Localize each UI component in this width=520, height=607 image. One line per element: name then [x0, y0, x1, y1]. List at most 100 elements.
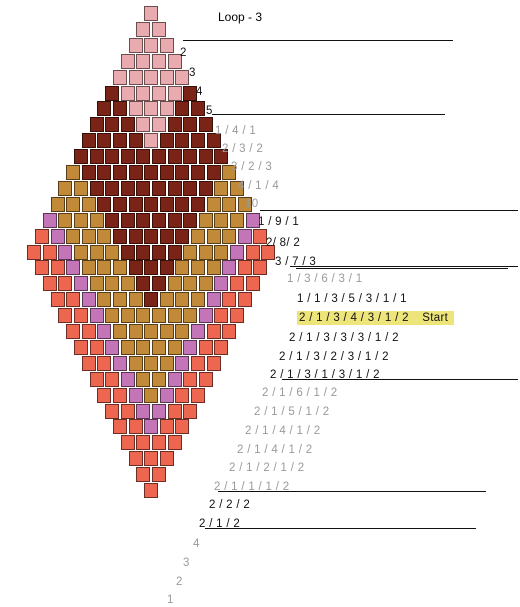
bead: [199, 117, 213, 132]
bead: [144, 292, 158, 307]
bead: [246, 276, 260, 291]
bead: [191, 260, 205, 275]
bead: [144, 356, 158, 371]
row-label-text: 4: [193, 538, 200, 550]
bead: [207, 260, 221, 275]
bead: [82, 356, 96, 371]
bead: [90, 245, 104, 260]
bead: [175, 101, 189, 116]
bead: [144, 260, 158, 275]
bead: [160, 197, 174, 212]
bead: [82, 324, 96, 339]
bead: [152, 467, 166, 482]
bead: [214, 245, 228, 260]
bead: [129, 292, 143, 307]
bead: [160, 229, 174, 244]
bead: [160, 101, 174, 116]
bead: [90, 276, 104, 291]
divider-line: [260, 210, 518, 211]
bead: [183, 213, 197, 228]
bead: [113, 324, 127, 339]
bead: [97, 324, 111, 339]
bead: [191, 197, 205, 212]
row-label: 1 / 1 / 3 / 5 / 3 / 1 / 1: [297, 292, 407, 306]
bead: [199, 181, 213, 196]
row-label-text: 5: [206, 105, 213, 117]
bead: [35, 260, 49, 275]
bead: [199, 213, 213, 228]
bead: [97, 388, 111, 403]
bead: [222, 324, 236, 339]
bead: [113, 356, 127, 371]
bead: [222, 292, 236, 307]
bead: [168, 213, 182, 228]
bead: [183, 308, 197, 323]
bead: [168, 372, 182, 387]
start-marker: Start: [419, 312, 448, 324]
row-label-text: 3 / 2 / 3: [231, 161, 272, 173]
bead: [129, 260, 143, 275]
bead: [136, 404, 150, 419]
bead: [175, 388, 189, 403]
bead: [105, 372, 119, 387]
row-label-text: 10: [245, 198, 258, 210]
divider-line: [296, 268, 508, 269]
bead: [66, 324, 80, 339]
bead: [105, 308, 119, 323]
bead: [51, 292, 65, 307]
bead: [168, 308, 182, 323]
bead: [43, 245, 57, 260]
bead: [168, 117, 182, 132]
bead: [136, 467, 150, 482]
bead: [222, 229, 236, 244]
bead: [74, 149, 88, 164]
bead: [121, 404, 135, 419]
row-label: 3: [183, 556, 190, 570]
bead: [51, 260, 65, 275]
bead: [113, 292, 127, 307]
bead: [168, 404, 182, 419]
bead: [82, 229, 96, 244]
row-label-text: 4: [196, 86, 203, 98]
bead: [97, 165, 111, 180]
bead: [238, 292, 252, 307]
bead: [136, 86, 150, 101]
bead: [246, 245, 260, 260]
bead: [175, 292, 189, 307]
bead: [152, 213, 166, 228]
bead: [144, 324, 158, 339]
row-label: 2/ 8/ 2: [266, 236, 300, 250]
bead: [121, 435, 135, 450]
bead: [58, 245, 72, 260]
bead: [90, 308, 104, 323]
bead: [105, 86, 119, 101]
row-label-text: 2 / 2 / 2: [209, 499, 250, 511]
bead: [113, 197, 127, 212]
bead: [152, 276, 166, 291]
row-label: 5: [206, 104, 213, 118]
bead: [175, 70, 189, 85]
row-label-text: 1 / 4 / 1: [215, 125, 256, 137]
bead: [168, 340, 182, 355]
bead: [144, 451, 158, 466]
bead: [74, 276, 88, 291]
bead: [183, 117, 197, 132]
row-label: 2 / 1 / 2 / 1 / 2: [229, 461, 304, 475]
bead: [136, 149, 150, 164]
bead: [160, 133, 174, 148]
bead: [113, 388, 127, 403]
bead: [144, 229, 158, 244]
bead: [97, 260, 111, 275]
bead: [207, 229, 221, 244]
divider-line: [282, 379, 518, 380]
bead: [82, 260, 96, 275]
bead: [253, 260, 267, 275]
bead: [113, 419, 127, 434]
bead: [136, 372, 150, 387]
bead: [129, 101, 143, 116]
bead: [152, 435, 166, 450]
bead: [74, 340, 88, 355]
bead: [183, 245, 197, 260]
bead: [152, 181, 166, 196]
bead: [129, 451, 143, 466]
